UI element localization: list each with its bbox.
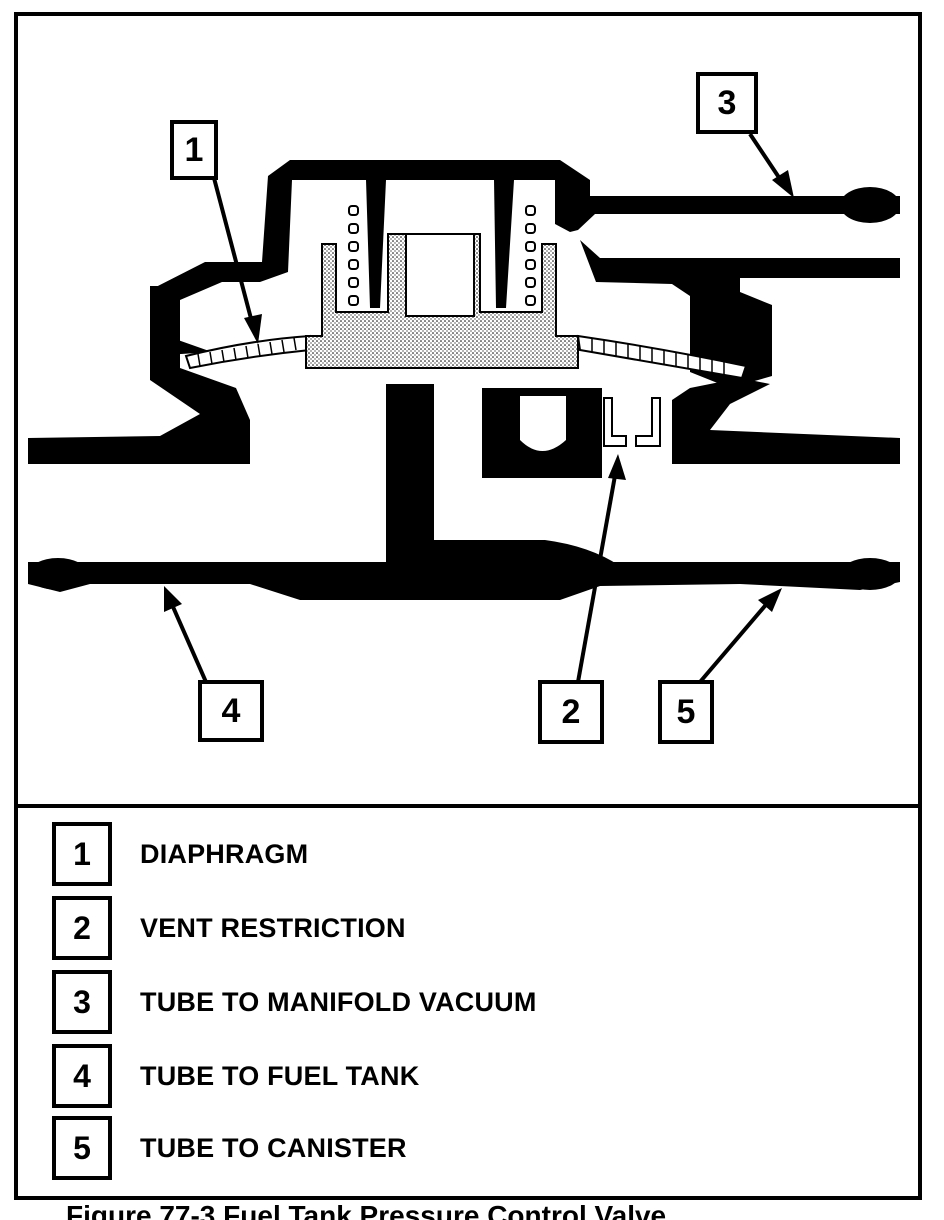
spring-post-left xyxy=(366,180,386,308)
legend-label: VENT RESTRICTION xyxy=(140,912,406,943)
leader-arrows xyxy=(164,132,794,684)
legend-item-diaphragm: 1 DIAPHRAGM xyxy=(52,822,308,886)
legend-divider xyxy=(14,804,922,808)
legend-label: DIAPHRAGM xyxy=(140,838,309,869)
figure-frame xyxy=(14,12,922,1200)
piston-center-bore xyxy=(405,233,475,317)
vent-restriction xyxy=(603,397,661,447)
valve-housing-upper xyxy=(150,160,900,356)
callout-4: 4 xyxy=(198,680,264,742)
lower-tube xyxy=(28,562,900,600)
legend-number: 4 xyxy=(52,1044,112,1108)
legend-number: 3 xyxy=(52,970,112,1034)
legend-label: TUBE TO MANIFOLD VACUUM xyxy=(140,986,537,1017)
valve-cross-section-diagram xyxy=(28,132,900,684)
center-passage-bottom-curve xyxy=(434,540,620,566)
valve-housing-right-lower xyxy=(672,378,900,464)
figure-caption: Figure 77-3 Fuel Tank Pressure Control V… xyxy=(66,1202,667,1220)
callout-1: 1 xyxy=(170,120,218,180)
center-passage-right-block xyxy=(482,388,602,478)
legend-number: 5 xyxy=(52,1116,112,1180)
callout-5: 5 xyxy=(658,680,714,744)
callout-3: 3 xyxy=(696,72,758,134)
valve-housing-left xyxy=(28,286,250,464)
legend-item-tube-to-canister: 5 TUBE TO CANISTER xyxy=(52,1116,407,1180)
callout-2: 2 xyxy=(538,680,604,744)
tube-3-end xyxy=(840,187,900,223)
legend-label: TUBE TO CANISTER xyxy=(140,1132,407,1163)
center-passage-left-wall xyxy=(386,384,434,574)
legend-label: TUBE TO FUEL TANK xyxy=(140,1060,420,1091)
valve-housing-right xyxy=(580,240,900,388)
legend-item-tube-to-fuel-tank: 4 TUBE TO FUEL TANK xyxy=(52,1044,419,1108)
spring-coils xyxy=(348,205,536,306)
diaphragm xyxy=(184,334,748,380)
spring-post-right xyxy=(494,180,514,308)
tube-5-end xyxy=(840,558,900,590)
legend-item-tube-to-manifold-vacuum: 3 TUBE TO MANIFOLD VACUUM xyxy=(52,970,537,1034)
legend-number: 2 xyxy=(52,896,112,960)
tube-4-end xyxy=(28,558,88,590)
legend-number: 1 xyxy=(52,822,112,886)
legend-item-vent-restriction: 2 VENT RESTRICTION xyxy=(52,896,406,960)
